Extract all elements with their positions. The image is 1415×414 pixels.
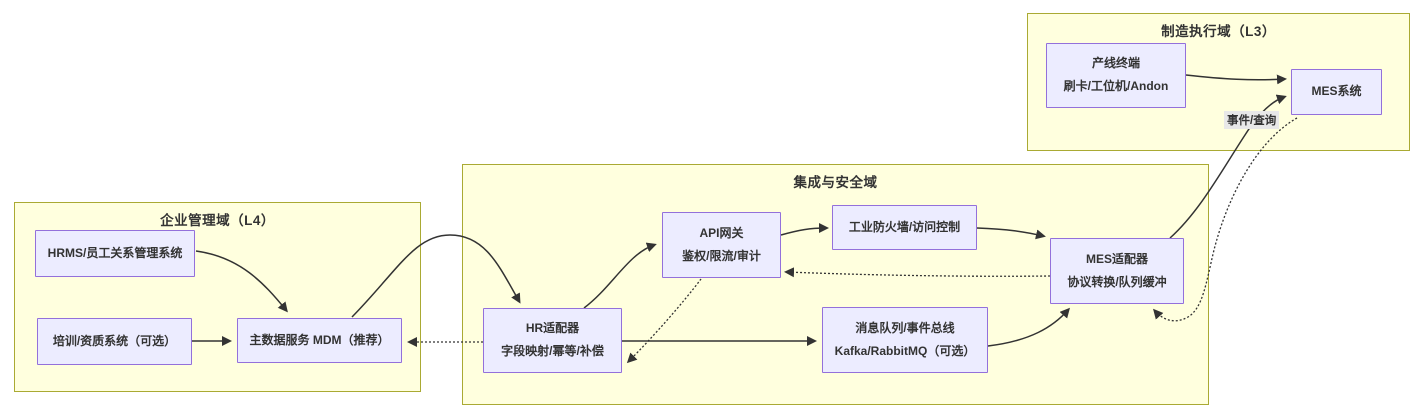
node-message-queue-event-bus: 消息队列/事件总线 Kafka/RabbitMQ（可选） [822, 307, 988, 373]
node-production-line-terminal: 产线终端 刷卡/工位机/Andon [1046, 43, 1186, 108]
node-industrial-firewall: 工业防火墙/访问控制 [832, 205, 977, 250]
node-label: MES适配器 [1085, 251, 1148, 266]
node-hrms: HRMS/员工关系管理系统 [35, 230, 195, 277]
node-training-qualification-system: 培训/资质系统（可选） [37, 318, 192, 365]
node-label: MES系统 [1311, 84, 1362, 99]
node-sublabel: 刷卡/工位机/Andon [1063, 79, 1169, 93]
node-label: 培训/资质系统（可选） [52, 333, 177, 348]
node-label: API网关 [699, 225, 744, 240]
node-label: 产线终端 [1091, 56, 1140, 71]
node-sublabel: 字段映射/幂等/补偿 [501, 344, 604, 358]
node-sublabel: 鉴权/限流/审计 [682, 248, 761, 263]
node-sublabel: Kafka/RabbitMQ（可选） [834, 343, 976, 358]
node-label: 工业防火墙/访问控制 [848, 219, 961, 234]
node-label: 消息队列/事件总线 [855, 320, 955, 335]
node-sublabel: 协议转换/队列缓冲 [1067, 274, 1167, 289]
container-title-l3: 制造执行域（L3） [1161, 24, 1276, 39]
node-mes-adapter: MES适配器 协议转换/队列缓冲 [1050, 238, 1184, 304]
node-label: HRMS/员工关系管理系统 [47, 245, 183, 260]
edge-label-event-query: 事件/查询 [1224, 111, 1280, 129]
node-label: 主数据服务 MDM（推荐） [249, 332, 390, 347]
node-mes-system: MES系统 [1291, 69, 1382, 115]
node-api-gateway: API网关 鉴权/限流/审计 [662, 212, 781, 278]
node-hr-adapter: HR适配器 字段映射/幂等/补偿 [483, 308, 622, 373]
container-title-l4: 企业管理域（L4） [160, 213, 275, 228]
node-master-data-service-mdm: 主数据服务 MDM（推荐） [237, 318, 402, 363]
node-label: HR适配器 [525, 321, 580, 336]
container-title-integration: 集成与安全域 [793, 175, 878, 190]
